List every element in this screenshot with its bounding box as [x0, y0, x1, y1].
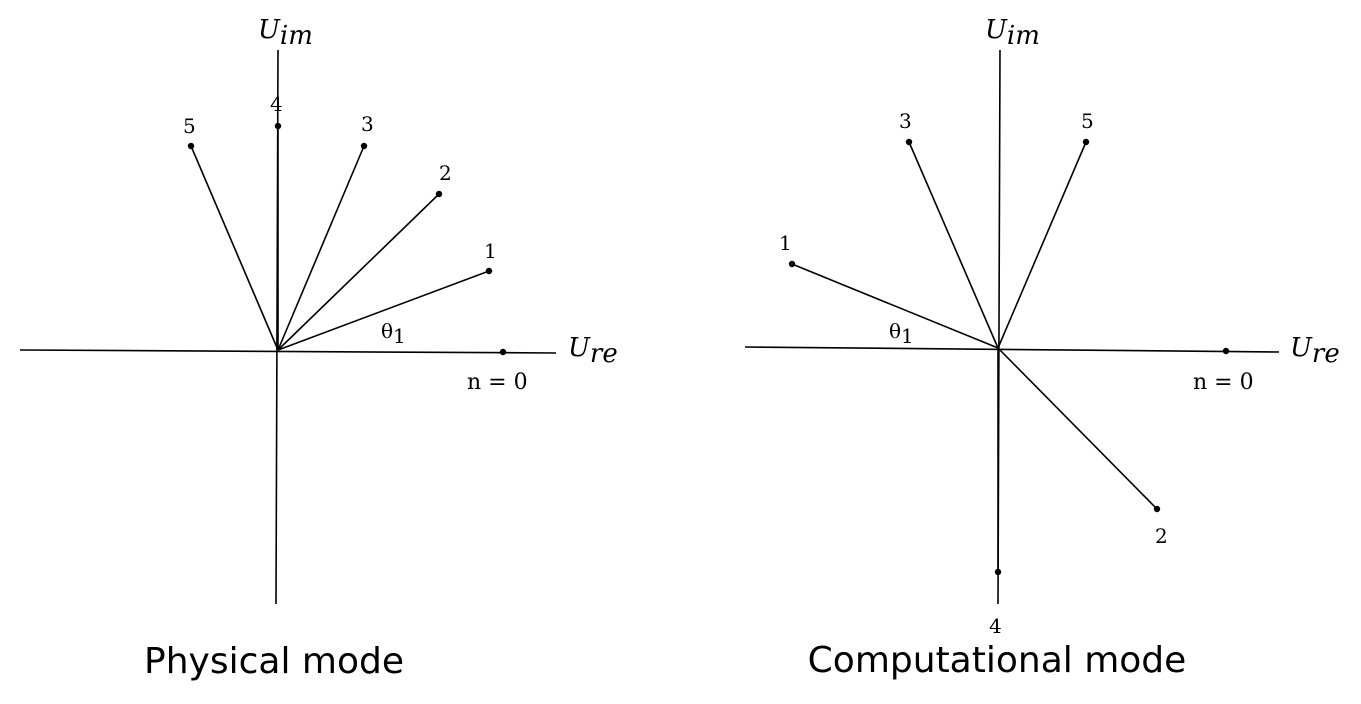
- physical-mode-panel: Uim Ure n = 0 1 2 3 4 5 θ1 Physical mode: [19, 15, 618, 682]
- physical-point-label-5: 5: [183, 114, 196, 138]
- physical-point-3: [360, 142, 368, 150]
- computational-point-label-4: 4: [989, 614, 1002, 638]
- physical-point-label-2: 2: [439, 161, 452, 185]
- physical-point-1: [485, 267, 493, 275]
- computational-point-1: [788, 260, 796, 268]
- computational-mode-caption: Computational mode: [808, 640, 1187, 681]
- computational-n0-label: n = 0: [1193, 370, 1254, 395]
- physical-spoke-1: [277, 270, 490, 351]
- physical-mode-caption: Physical mode: [144, 641, 404, 682]
- physical-real-axis-label: Ure: [568, 333, 618, 369]
- physical-point-label-1: 1: [484, 239, 497, 263]
- physical-point-2: [435, 190, 443, 198]
- computational-point-2: [1153, 505, 1161, 513]
- computational-real-axis-label: Ure: [1290, 333, 1340, 369]
- physical-spoke-3: [277, 145, 365, 351]
- computational-spoke-1: [791, 263, 999, 349]
- physical-point-5: [187, 142, 195, 150]
- computational-point-label-1: 1: [779, 231, 792, 255]
- computational-point-label-5: 5: [1081, 109, 1094, 133]
- computational-point-label-3: 3: [899, 109, 912, 133]
- computational-point-5: [1082, 138, 1090, 146]
- physical-n0-label: n = 0: [467, 370, 528, 395]
- physical-real-axis: [19, 349, 557, 354]
- computational-spoke-5: [997, 141, 1087, 349]
- physical-angle-label: θ1: [381, 319, 406, 348]
- physical-spoke-5: [190, 145, 279, 351]
- computational-point-label-2: 2: [1155, 524, 1168, 548]
- computational-spoke-3: [908, 141, 999, 349]
- computational-imag-axis-label: Uim: [985, 15, 1040, 51]
- computational-point-n0: [1222, 347, 1230, 355]
- computational-real-axis: [744, 346, 1280, 353]
- computational-angle-label: θ1: [889, 319, 914, 348]
- physical-point-label-3: 3: [361, 112, 374, 136]
- computational-spoke-2: [997, 347, 1158, 510]
- physical-point-n0: [499, 348, 507, 356]
- physical-spoke-2: [277, 193, 440, 351]
- computational-mode-panel: Uim Ure n = 0 1 2 3 4 5 θ1 Computational…: [744, 15, 1340, 681]
- physical-point-4: [274, 122, 282, 130]
- computational-point-3: [905, 138, 913, 146]
- computational-point-4: [994, 568, 1002, 576]
- physical-imag-axis-label: Uim: [258, 15, 313, 51]
- physical-point-label-4: 4: [270, 92, 283, 116]
